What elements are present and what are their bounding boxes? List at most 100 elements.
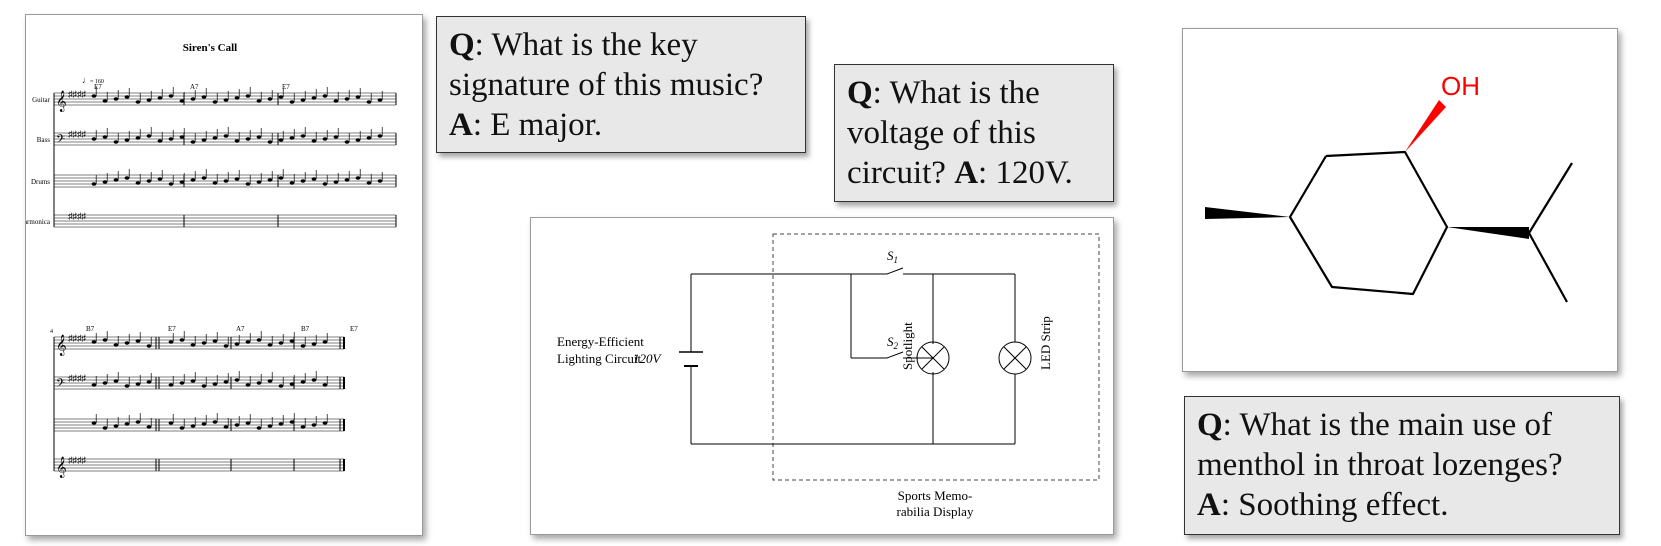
note-head: [245, 383, 251, 387]
note-head: [168, 182, 174, 186]
svg-text:♯♯♯♯: ♯♯♯♯: [68, 333, 87, 343]
answer-label: A: [954, 155, 979, 191]
note-head: [113, 424, 119, 428]
note-head: [113, 97, 119, 101]
hydroxyl-label: OH: [1441, 71, 1480, 101]
wedge-bond: [1405, 100, 1446, 152]
note-head: [366, 136, 372, 140]
note-head: [124, 341, 130, 345]
note-head: [168, 137, 174, 141]
note-head: [366, 181, 372, 185]
lamp-label: LED Strip: [1038, 316, 1053, 370]
note-head: [135, 382, 141, 386]
note-head: [102, 99, 108, 103]
note-head: [267, 424, 273, 428]
note-head: [190, 424, 196, 428]
note-head: [234, 96, 240, 100]
note-head: [311, 423, 317, 427]
note-head: [212, 420, 218, 424]
note-head: [179, 135, 185, 139]
note-head: [278, 341, 284, 345]
staff-harmonica-2: [54, 458, 344, 472]
display-label: rabilia Display: [897, 504, 974, 519]
note-head: [289, 136, 295, 140]
circuit-diagram: 120V Energy-Efficient Lighting Circuit S…: [557, 233, 1100, 519]
switch-label: 2: [894, 341, 899, 351]
qa-box-music: Q: What is the key signature of this mus…: [436, 16, 806, 153]
treble-clef-icon: 𝄞: [56, 457, 67, 478]
note-head: [168, 340, 174, 344]
note-head: [322, 94, 328, 98]
note-head: [146, 98, 152, 102]
note-head: [190, 343, 196, 347]
note-head: [223, 134, 229, 138]
answer-label: A: [1197, 487, 1221, 523]
chord-symbol: E7: [350, 325, 358, 333]
note-head: [146, 344, 152, 348]
note-head: [223, 179, 229, 183]
note-head: [223, 344, 229, 348]
note-head: [190, 97, 196, 101]
note-head: [102, 381, 108, 385]
switch-label: S: [887, 334, 894, 349]
note-head: [267, 343, 273, 347]
note-head: [124, 384, 130, 388]
circuit-diagram-panel: 120V Energy-Efficient Lighting Circuit S…: [530, 217, 1114, 535]
note-head: [289, 382, 295, 386]
note-head: [377, 134, 383, 138]
note-head: [267, 140, 273, 144]
note-head: [278, 384, 284, 388]
note-head: [190, 379, 196, 383]
staff-drums-2: [54, 418, 344, 432]
wedge-bond: [1205, 207, 1290, 219]
note-head: [333, 180, 339, 184]
staff-bass-2: [54, 376, 344, 390]
note-head: [113, 379, 119, 383]
note-head: [377, 98, 383, 102]
question-text: : What is the voltage of this circuit?: [847, 75, 1040, 191]
note-head: [355, 138, 361, 142]
note-head: [135, 420, 141, 424]
note-head: [366, 100, 372, 104]
note-head: [91, 137, 97, 141]
qa-box-menthol: Q: What is the main use of menthol in th…: [1184, 396, 1620, 535]
note-head: [146, 425, 152, 429]
note-head: [267, 379, 273, 383]
chord-symbol: A7: [190, 83, 199, 91]
note-head: [135, 136, 141, 140]
chord-symbol: A7: [236, 325, 245, 333]
note-head: [278, 176, 284, 180]
svg-text:♯♯♯♯: ♯♯♯♯: [68, 129, 87, 139]
note-head: [179, 381, 185, 385]
treble-clef-icon: 𝄞: [56, 335, 67, 356]
note-head: [168, 383, 174, 387]
note-head: [322, 421, 328, 425]
note-head: [311, 342, 317, 346]
note-head: [344, 178, 350, 182]
note-head: [157, 177, 163, 181]
note-head: [102, 338, 108, 342]
note-head: [201, 341, 207, 345]
wedge-bond: [1447, 227, 1529, 239]
note-head: [300, 179, 306, 183]
measure-number: 4: [50, 329, 53, 335]
note-head: [168, 421, 174, 425]
note-head: [245, 182, 251, 186]
answer-text: : E major.: [472, 107, 603, 143]
menthol-structure: OH: [1205, 71, 1573, 303]
note-head: [113, 178, 119, 182]
note-head: [234, 378, 240, 382]
note-head: [300, 98, 306, 102]
note-head: [300, 134, 306, 138]
question-text: : What is the key signature of this musi…: [449, 27, 764, 103]
svg-text:♩: ♩: [82, 75, 91, 85]
note-head: [289, 181, 295, 185]
lamp-label: Spotlight: [900, 322, 915, 370]
circuit-label: Lighting Circuit: [557, 351, 642, 366]
note-head: [113, 140, 119, 144]
switch-icon: [886, 351, 904, 359]
note-head: [322, 383, 328, 387]
tempo-mark: = 160: [90, 79, 104, 85]
note-head: [91, 383, 97, 387]
switch-icon: [886, 267, 904, 275]
